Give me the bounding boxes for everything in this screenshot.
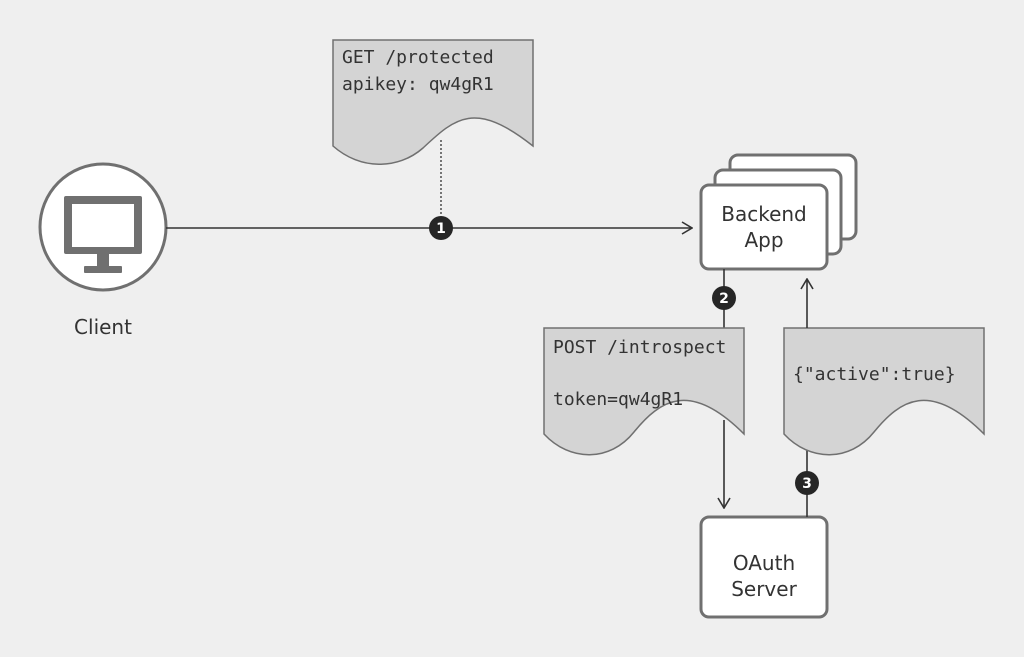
- client-node: [38, 162, 168, 292]
- step-marker-1: 1: [429, 216, 453, 240]
- client-label: Client: [74, 315, 132, 339]
- backend-app-stack: Backend App: [699, 153, 858, 271]
- introspect-document: POST /introspect token=qw4gR1: [543, 327, 745, 456]
- oauth-server-box: [699, 515, 829, 619]
- backend-app-label-line2: App: [744, 228, 783, 252]
- introspect-line-body: token=qw4gR1: [553, 389, 683, 410]
- backend-app-box: [699, 183, 829, 271]
- step-number-2: 2: [719, 291, 729, 307]
- step-number-3: 3: [802, 476, 812, 492]
- introspect-line-method: POST /introspect: [553, 337, 726, 358]
- step-marker-3: 3: [795, 471, 819, 495]
- request-document: GET /protected apikey: qw4gR1: [332, 39, 534, 165]
- response-document: {"active":true}: [783, 327, 985, 456]
- monitor-icon: [64, 196, 142, 273]
- request-line-header: apikey: qw4gR1: [342, 74, 494, 95]
- oauth-server-node: OAuth Server: [699, 515, 829, 619]
- oauth-server-label-line2: Server: [731, 577, 797, 601]
- request-line-method: GET /protected: [342, 47, 494, 68]
- oauth-server-label-line1: OAuth: [733, 551, 795, 575]
- response-line-body: {"active":true}: [793, 364, 956, 385]
- backend-app-label-line1: Backend: [721, 202, 807, 226]
- step-number-1: 1: [436, 221, 446, 237]
- step-marker-2: 2: [712, 286, 736, 310]
